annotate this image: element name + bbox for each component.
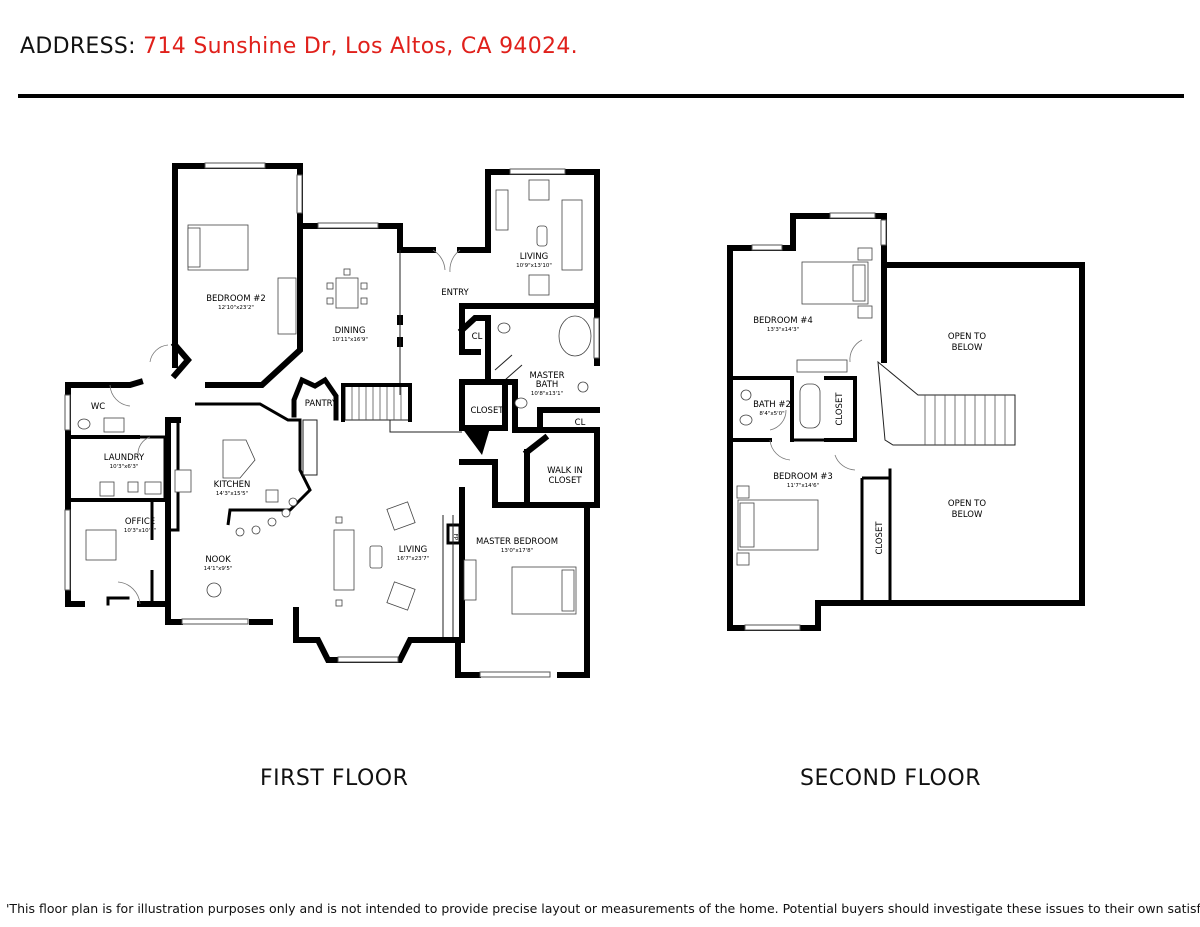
room-dims: 11'7"x14'6" [787,483,819,489]
bedroom2-lower-wall [205,229,303,388]
window [64,509,71,591]
room-label: BELOW [952,343,983,353]
room-label: CLOSET [835,392,845,426]
window [829,212,876,219]
room-label: NOOK [205,555,231,565]
armchair-icon [386,581,416,611]
room-dims: 13'3"x14'3" [767,327,799,333]
window [509,168,566,175]
room-dims: 14'1"x9'5" [204,566,233,572]
dresser-icon [796,359,848,373]
room-label: CL [575,418,586,428]
room-dims: 16'7"x23'7" [397,556,429,562]
room-dims: 8'4"x5'0" [759,411,784,417]
sink-icon [740,389,752,401]
stove-icon [174,469,192,493]
disclaimer-text: 'This floor plan is for illustration pur… [6,901,1200,916]
header-divider [18,94,1184,98]
sink-icon [577,381,589,393]
room-label: DINING [335,326,366,336]
room-label: CLOSET [470,406,504,416]
room-label: BEDROOM #4 [753,316,813,326]
room-label: BATH #2 [753,400,791,410]
room-dims: 10'8"x13'1" [531,391,563,397]
room-label: OPEN TO [948,499,986,509]
window [64,394,71,431]
bathtub-icon [558,315,592,357]
room-label: PANTRY [305,399,338,409]
room-label: WC [91,402,105,412]
second-floor-title: SECOND FLOOR [800,766,981,791]
address-value: 714 Sunshine Dr, Los Altos, CA 94024. [143,34,578,59]
window [204,162,266,169]
room-label: BELOW [952,510,983,520]
coffee-table-icon [536,225,548,247]
kitchen-island-icon [222,439,256,479]
fireplace-icon [446,523,462,545]
room-dims: 10'9"x13'10" [516,263,552,269]
window [317,222,379,229]
room-label: MASTER [529,371,564,381]
window [751,244,783,251]
address-header: ADDRESS: 714 Sunshine Dr, Los Altos, CA … [20,34,578,59]
sofa-icon [333,529,355,591]
toilet-icon [77,418,91,430]
room-dims: 12'10"x23'2" [218,305,254,311]
room-dims: 14'3"x15'5" [216,491,248,497]
sofa-icon [561,199,583,271]
window [880,219,887,246]
cabinet-icon [495,189,509,231]
first-floor-plan [64,162,600,678]
stairs [877,360,1016,446]
dining-table-icon [335,277,359,309]
toilet-icon [739,414,753,426]
room-label: MASTER BEDROOM [476,537,558,547]
dresser-icon [463,559,477,601]
room-label: OFFICE [125,517,155,527]
desk-icon [85,529,117,561]
window [337,656,399,663]
room-label: BATH [536,380,559,390]
window [593,317,600,359]
room-label: LIVING [399,545,428,555]
nook-table-icon [206,582,222,598]
room-label: BEDROOM #2 [206,294,266,304]
room-label: BEDROOM #3 [773,472,833,482]
room-label: CL [472,332,483,342]
room-label: LIVING [520,252,549,262]
address-label: ADDRESS: [20,34,136,59]
bathtub-icon [799,383,821,429]
dresser-icon [277,277,297,335]
room-dims: 10'3"x6'3" [110,464,139,470]
room-dims: 13'0"x17'8" [501,548,533,554]
coffee-table-icon [369,545,383,569]
armchair-icon [386,501,416,531]
room-label: KITCHEN [214,480,251,490]
second-floor-plan [727,212,1085,631]
room-label: LAUNDRY [104,453,145,463]
dryer-icon [144,481,162,495]
washer-icon [99,481,115,497]
toilet-icon [497,322,511,334]
armchair-icon [528,179,550,201]
window [744,624,801,631]
room-label: CLOSET [548,476,582,486]
room-dims: 10'3"x10'5" [124,528,156,534]
window [296,174,303,214]
room-label: ENTRY [441,288,469,298]
room-label: WALK IN [547,466,583,476]
room-label: OPEN TO [948,332,986,342]
sink-icon [103,417,125,433]
sink-icon [514,397,528,409]
sink-icon [265,489,279,503]
room-label: FP [452,534,458,541]
armchair-icon [528,274,550,296]
window [181,618,249,625]
window [479,671,551,678]
room-label: CLOSET [875,521,885,555]
first-floor-title: FIRST FLOOR [260,766,409,791]
room-dims: 10'11"x16'9" [332,337,368,343]
